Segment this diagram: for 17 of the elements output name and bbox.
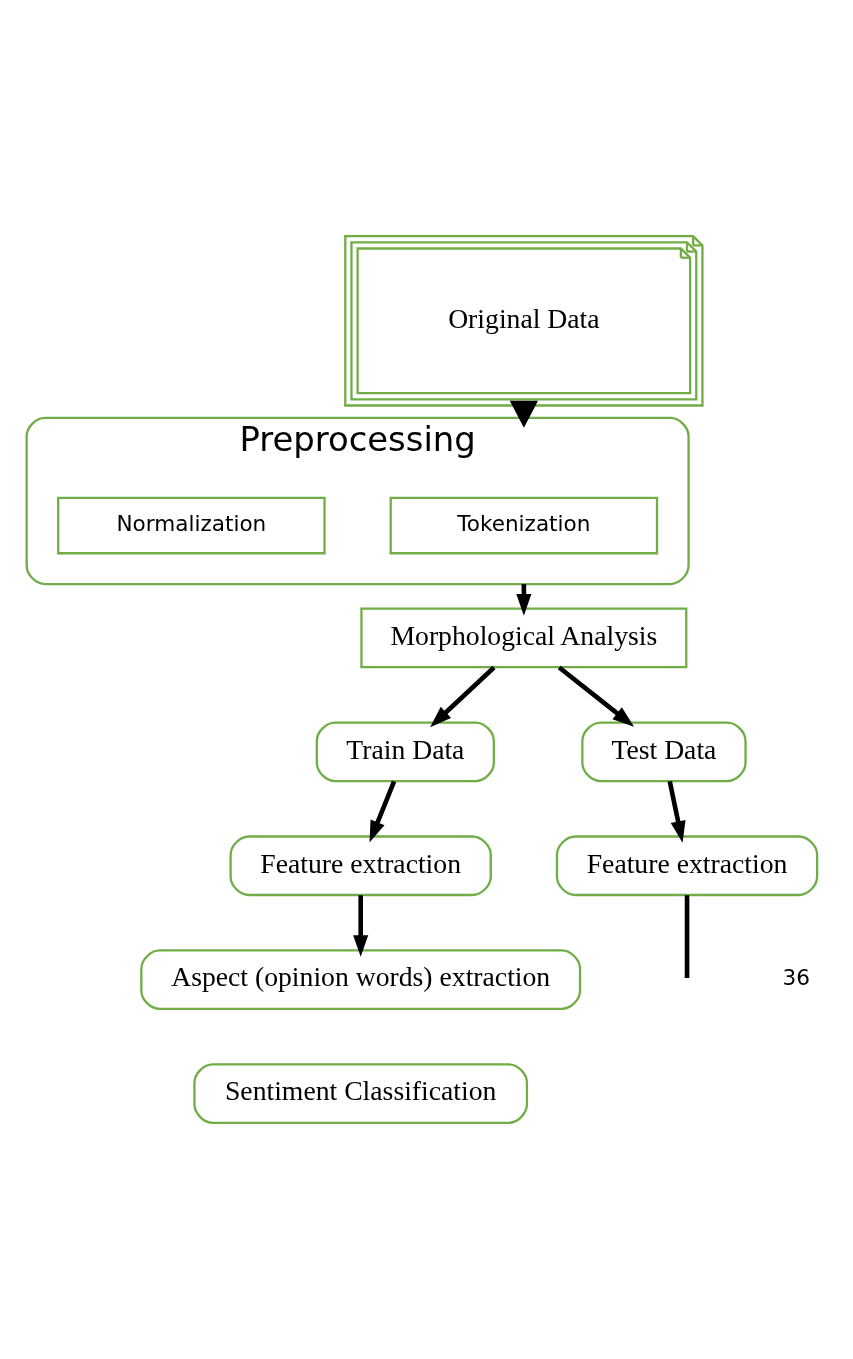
node-box: Sentiment Classification xyxy=(193,1063,529,1124)
node-box: Tokenization xyxy=(389,496,659,555)
node-box: Feature extraction xyxy=(555,835,819,897)
connector xyxy=(684,895,690,978)
arrow xyxy=(430,665,496,728)
arrow xyxy=(369,780,397,843)
node-box: Test Data xyxy=(581,721,747,783)
node-box: Aspect (opinion words) extraction xyxy=(140,949,582,1011)
node-box: Morphological Analysis xyxy=(360,607,688,669)
arrow xyxy=(557,665,635,727)
arrow xyxy=(509,400,538,428)
node-box: Train Data xyxy=(315,721,495,783)
label: 36 xyxy=(782,965,811,991)
arrow xyxy=(353,895,369,957)
arrow xyxy=(667,780,686,843)
node-box: Normalization xyxy=(57,496,326,555)
node-box: Feature extraction xyxy=(229,835,492,897)
